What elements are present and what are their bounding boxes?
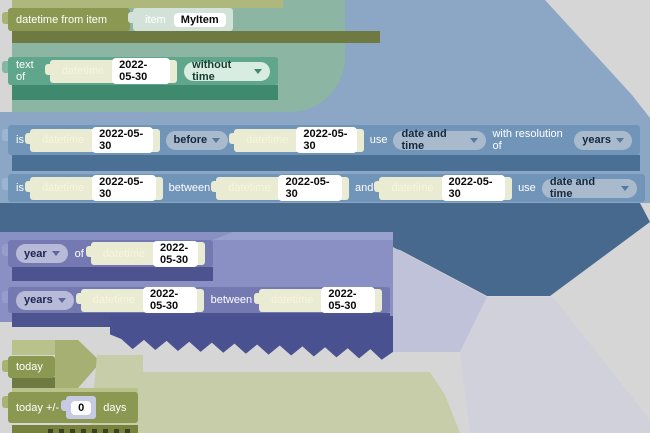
date-field[interactable]: 2022-05-30	[441, 175, 506, 201]
dropdown-arrow-icon	[616, 137, 624, 143]
block-label: days	[103, 401, 127, 414]
output-connector	[2, 129, 8, 141]
datetime-socket-block[interactable]: datetime 2022-05-30	[211, 175, 349, 201]
block-label: of	[74, 247, 84, 260]
block-item[interactable]: item MyItem	[128, 8, 233, 31]
block-label: and	[354, 182, 374, 194]
dropdown-arrow-icon	[51, 251, 60, 256]
giant-olive-top-edge	[12, 0, 283, 8]
date-field[interactable]: 2022-05-30	[296, 127, 357, 153]
giant-purple-shadow-1	[12, 267, 213, 281]
datetime-socket-block[interactable]: datetime 2022-05-30	[24, 175, 163, 201]
giant-purple-top-edge	[213, 232, 393, 240]
date-field[interactable]: 2022-05-30	[153, 240, 198, 267]
giant-olive-notch-shape	[55, 340, 97, 388]
giant-navy-block-shape	[110, 316, 393, 360]
block-today-plus-minus[interactable]: today +/- 0 days	[2, 392, 138, 423]
giant-teal-shadow	[12, 85, 278, 100]
unit-dropdown[interactable]: year	[16, 244, 68, 263]
datetime-label: datetime	[41, 134, 85, 146]
output-connector	[2, 12, 8, 24]
block-label: is	[16, 134, 24, 146]
use-mode-dropdown[interactable]: date and time	[393, 128, 487, 152]
block-is-before[interactable]: is datetime 2022-05-30 before datetime 2…	[2, 125, 640, 155]
output-connector	[2, 244, 8, 256]
giant-olive-shape-a	[12, 340, 55, 355]
block-label: use	[369, 134, 388, 146]
block-label: is	[16, 182, 24, 194]
item-label: item	[145, 13, 166, 26]
datetime-socket-block[interactable]: datetime 2022-05-30	[374, 175, 513, 201]
unit-dropdown[interactable]: years	[16, 290, 74, 310]
date-field[interactable]: 2022-05-30	[278, 175, 342, 201]
dropdown-arrow-icon	[254, 68, 262, 74]
dropdown-arrow-icon	[470, 137, 479, 143]
block-text-of[interactable]: text of datetime 2022-05-30 without time	[2, 57, 278, 85]
output-connector	[2, 396, 8, 408]
time-mode-dropdown[interactable]: without time	[184, 59, 270, 83]
item-name-field[interactable]: MyItem	[173, 12, 226, 27]
datetime-label: datetime	[228, 182, 271, 194]
block-label: with resolution of	[492, 128, 563, 152]
date-field[interactable]: 2022-05-30	[112, 58, 171, 84]
block-units-between[interactable]: years datetime 2022-05-30 between dateti…	[2, 287, 390, 313]
datetime-label: datetime	[41, 182, 85, 194]
datetime-socket-block[interactable]: datetime 2022-05-30	[229, 127, 364, 153]
datetime-socket-block[interactable]: datetime 2022-05-30	[75, 287, 204, 313]
block-label: today	[16, 361, 43, 373]
block-label: today +/-	[16, 401, 60, 414]
giant-blue-shadow	[12, 155, 640, 171]
giant-olive-shape-d	[12, 388, 138, 393]
datetime-label: datetime	[102, 247, 146, 260]
block-label: between	[210, 294, 253, 306]
block-label: text of	[16, 59, 34, 83]
number-field[interactable]: 0	[71, 400, 92, 415]
datetime-socket-block[interactable]: datetime 2022-05-30	[24, 127, 160, 153]
datetime-socket-block[interactable]: datetime 2022-05-30	[254, 287, 382, 313]
dropdown-arrow-icon	[212, 137, 221, 143]
datetime-label: datetime	[92, 294, 135, 306]
giant-olive-shadow-e	[12, 377, 55, 388]
use-mode-dropdown[interactable]: date and time	[541, 176, 637, 200]
output-connector	[2, 291, 8, 303]
datetime-label: datetime	[271, 294, 314, 306]
date-field[interactable]: 2022-05-30	[92, 127, 153, 153]
block-label: between	[168, 182, 211, 194]
output-connector	[2, 61, 8, 73]
compare-dropdown[interactable]: before	[165, 130, 229, 150]
number-socket-block[interactable]: 0	[61, 396, 97, 419]
partial-block-clipped-text	[48, 429, 132, 433]
dropdown-arrow-icon	[57, 297, 66, 303]
block-today[interactable]: today	[2, 356, 55, 378]
block-label: use	[518, 182, 536, 194]
date-field[interactable]: 2022-05-30	[92, 175, 156, 201]
dropdown-arrow-icon	[621, 185, 629, 191]
datetime-socket-block[interactable]: datetime 2022-05-30	[44, 58, 178, 84]
output-connector	[2, 178, 8, 190]
datetime-label: datetime	[246, 134, 289, 146]
giant-olive-shadow	[12, 31, 380, 43]
block-is-between[interactable]: is datetime 2022-05-30 between datetime …	[2, 174, 645, 202]
datetime-label: datetime	[61, 65, 105, 77]
block-label: datetime from item	[16, 13, 108, 26]
date-field[interactable]: 2022-05-30	[321, 287, 375, 313]
datetime-socket-block[interactable]: datetime 2022-05-30	[85, 240, 205, 267]
resolution-dropdown[interactable]: years	[574, 130, 632, 150]
block-unit-of-datetime[interactable]: year of datetime 2022-05-30	[2, 240, 213, 267]
item-socket-block[interactable]: item MyItem	[128, 8, 233, 31]
datetime-label: datetime	[391, 182, 434, 194]
output-connector	[2, 360, 8, 372]
date-field[interactable]: 2022-05-30	[142, 287, 197, 313]
block-datetime-from-item[interactable]: datetime from item	[2, 8, 130, 31]
